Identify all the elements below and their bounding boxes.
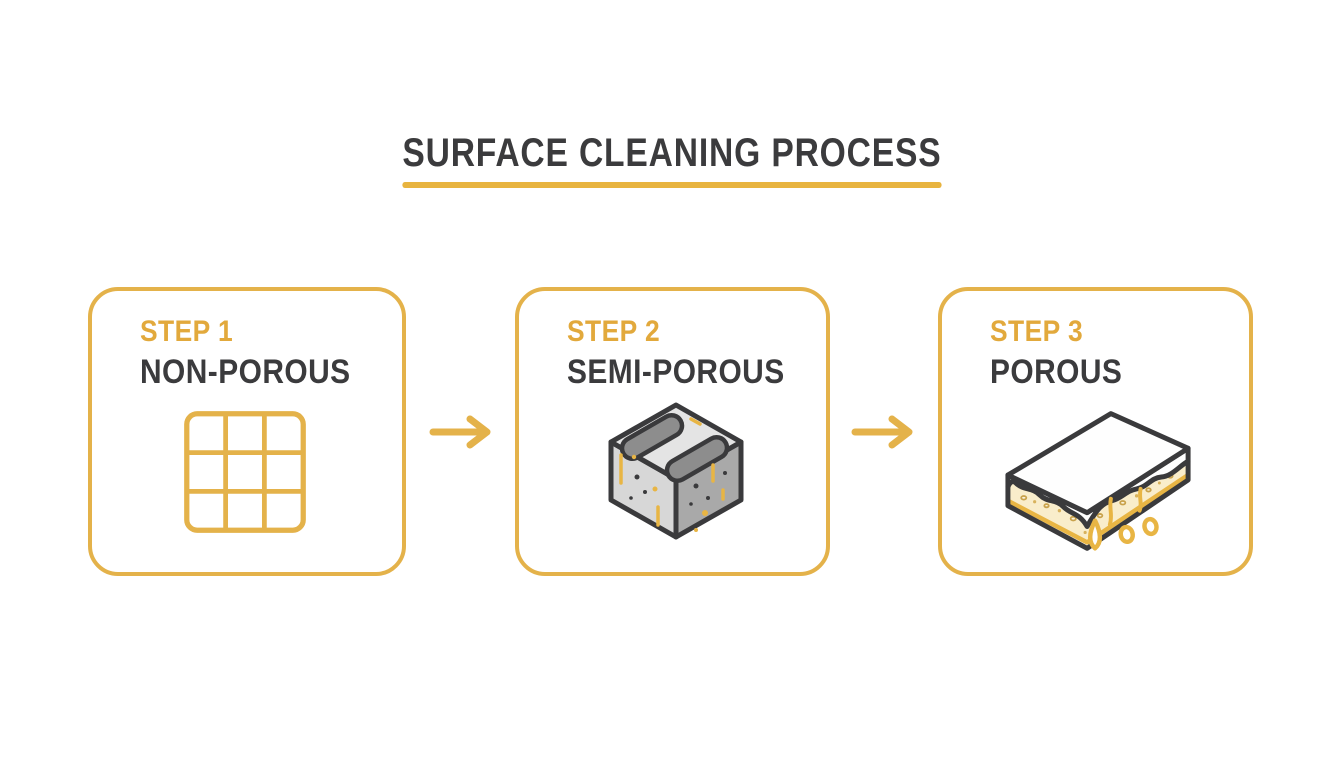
surface-type-label: SEMI-POROUS [567,352,785,391]
step-number-label: STEP 2 [567,315,661,348]
title-inner: SURFACE CLEANING PROCESS [402,131,942,188]
cinder-block-icon [599,395,753,547]
card-head: STEP 3 POROUS [990,315,1122,392]
step-number-label: STEP 3 [990,315,1084,348]
title-block: SURFACE CLEANING PROCESS [0,133,1344,188]
surface-type-label: NON-POROUS [140,352,351,391]
right-arrow-icon [429,415,495,449]
title-underline [402,182,942,188]
card-head: STEP 1 NON-POROUS [140,315,351,392]
step-number-label: STEP 1 [140,315,234,348]
page-title: SURFACE CLEANING PROCESS [402,131,942,175]
right-arrow-icon [851,415,917,449]
step-card-porous: STEP 3 POROUS [938,287,1253,576]
step-card-semi-porous: STEP 2 SEMI-POROUS [515,287,830,576]
step-card-non-porous: STEP 1 NON-POROUS [88,287,406,576]
porous-slab-icon [1000,403,1198,555]
grid-tile-icon [182,409,308,535]
card-head: STEP 2 SEMI-POROUS [567,315,785,392]
surface-type-label: POROUS [990,352,1123,391]
